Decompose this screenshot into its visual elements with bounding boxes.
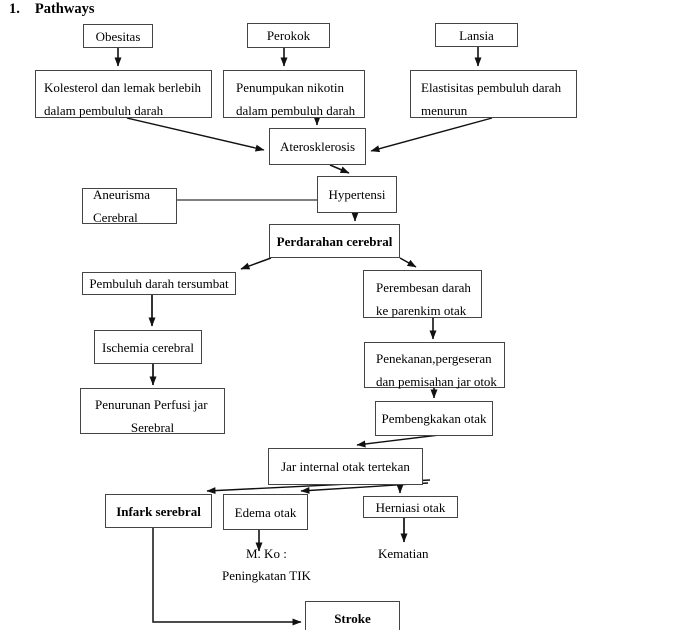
node-perdarahan: Perdarahan cerebral (269, 224, 400, 258)
node-jar-internal: Jar internal otak tertekan (268, 448, 423, 485)
node-penurunan-line2: Serebral (130, 420, 175, 435)
node-kolesterol-line1: Kolesterol dan lemak berlebih (44, 80, 202, 95)
node-penurunan-line1: Penurunan Perfusi jar (95, 397, 208, 412)
node-penumpukan-line2: dalam pembuluh darah (236, 103, 356, 118)
node-perembesan-line2: ke parenkim otak (376, 303, 467, 318)
node-perembesan-line1: Perembesan darah (376, 280, 471, 295)
node-stroke: Stroke (305, 601, 400, 630)
node-perembesan: Perembesan darah ke parenkim otak (363, 270, 482, 318)
node-elastisitas: Elastisitas pembuluh darah menurun (410, 70, 577, 118)
node-hypertensi-label: Hypertensi (328, 187, 386, 202)
arrow-elastisitas-aterosklerosis (370, 117, 493, 153)
node-jar-internal-label: Jar internal otak tertekan (281, 459, 410, 474)
node-tersumbat: Pembuluh darah tersumbat (82, 272, 236, 295)
node-ischemia: Ischemia cerebral (94, 330, 202, 364)
node-aterosklerosis-label: Aterosklerosis (279, 139, 356, 154)
node-hypertensi: Hypertensi (317, 176, 397, 213)
node-penekanan-line1: Penekanan,pergeseran (376, 351, 492, 366)
node-obesitas: Obesitas (83, 24, 153, 48)
node-ischemia-label: Ischemia cerebral (101, 339, 195, 355)
node-tersumbat-label: Pembuluh darah tersumbat (89, 276, 229, 291)
node-lansia: Lansia (435, 23, 518, 47)
title-text: Pathways (34, 1, 95, 17)
node-pembengkakan: Pembengkakan otak (375, 401, 493, 436)
label-mko: M. Ko : (246, 546, 287, 561)
node-perdarahan-label: Perdarahan cerebral (276, 233, 393, 249)
node-pembengkakan-label: Pembengkakan otak (381, 411, 487, 426)
node-perokok-label: Perokok (266, 28, 311, 43)
node-penekanan: Penekanan,pergeseran dan pemisahan jar o… (364, 342, 505, 389)
node-penurunan: Penurunan Perfusi jar Serebral (80, 388, 225, 435)
node-penumpukan-line1: Penumpukan nikotin (236, 80, 344, 95)
node-perokok: Perokok (247, 23, 330, 48)
node-kolesterol: Kolesterol dan lemak berlebih dalam pemb… (35, 70, 212, 118)
arrow-pembengkakan-jarinternal (356, 434, 440, 448)
label-peningkatan-tik: Peningkatan TIK (222, 568, 311, 583)
arrow-perdarahan-perembesan (399, 257, 417, 268)
arrow-kolesterol-aterosklerosis (126, 117, 265, 152)
node-aneurisma-line1: Aneurisma (93, 187, 151, 202)
node-infark: Infark serebral (105, 494, 212, 528)
node-obesitas-label: Obesitas (95, 28, 141, 44)
node-herniasi: Herniasi otak (363, 496, 458, 518)
title-number: 1. (9, 1, 20, 17)
node-aneurisma: Aneurisma Cerebral (82, 187, 177, 225)
node-stroke-label: Stroke (334, 610, 371, 626)
node-penumpukan: Penumpukan nikotin dalam pembuluh darah (223, 70, 365, 118)
node-herniasi-label: Herniasi otak (375, 499, 446, 515)
node-lansia-label: Lansia (459, 27, 494, 43)
node-edema: Edema otak (223, 494, 308, 530)
node-infark-label: Infark serebral (116, 503, 201, 519)
node-penekanan-line2: dan pemisahan jar otok (376, 374, 497, 389)
node-edema-label: Edema otak (234, 504, 297, 520)
page-title: 1. Pathways (9, 1, 95, 18)
arrow-perdarahan-tersumbat (240, 257, 272, 270)
node-kolesterol-line2: dalam pembuluh darah (44, 103, 164, 118)
arrow-aterosklerosis-hypertensi (329, 164, 350, 174)
node-elastisitas-line1: Elastisitas pembuluh darah (421, 80, 562, 95)
node-aneurisma-line2: Cerebral (93, 210, 138, 225)
node-elastisitas-line2: menurun (421, 103, 468, 118)
node-aterosklerosis: Aterosklerosis (269, 128, 366, 165)
label-kematian: Kematian (378, 546, 429, 561)
arrow-infark-stroke (152, 528, 302, 626)
